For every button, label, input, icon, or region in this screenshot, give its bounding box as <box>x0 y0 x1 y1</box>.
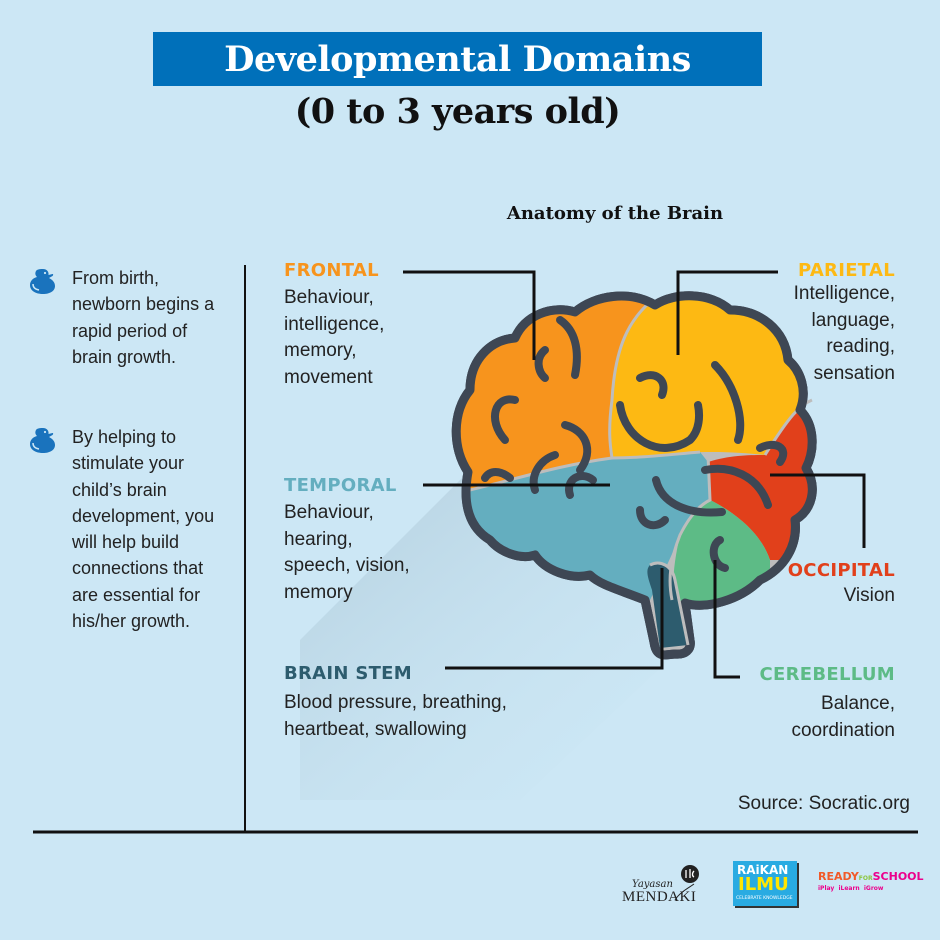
occipital-name: OCCIPITAL <box>787 560 895 581</box>
ready-word: READY <box>818 870 859 883</box>
duck-icon <box>30 428 55 453</box>
frontal-leader-line <box>403 270 536 360</box>
mendaki-logo: Yayasan MENDAKI <box>620 862 715 912</box>
brain-folds <box>481 316 788 572</box>
mendaki-emblem-icon <box>674 865 699 901</box>
occipital-label: OCCIPITAL Vision <box>788 560 895 610</box>
mendaki-line1: Yayasan <box>632 879 673 890</box>
parietal-desc: Intelligence, language, reading, sensati… <box>793 283 895 384</box>
parietal-label: PARIETAL Intelligence, language, reading… <box>794 260 895 387</box>
info-item: By helping to stimulate your child’s bra… <box>28 424 228 694</box>
page-title: Developmental Domains <box>153 32 762 86</box>
occipital-leader-line <box>770 473 866 548</box>
raikan-line2: ILMU <box>738 874 789 895</box>
for-word: FOR <box>858 875 873 882</box>
cerebellum-label: CEREBELLUM Balance, coordination <box>759 664 895 744</box>
page-subtitle: (0 to 3 years old) <box>294 90 621 132</box>
duck-icon <box>30 269 55 294</box>
raikan-line3: CELEBRATE KNOWLEDGE <box>736 896 793 901</box>
frontal-name: FRONTAL <box>284 260 379 281</box>
cerebellum-leader-line <box>713 560 740 679</box>
brain-stem <box>647 563 688 648</box>
raikan-line1: RAiKAN <box>737 863 789 877</box>
brain-shadow <box>300 472 690 800</box>
frontal-label: FRONTAL Behaviour, intelligence, memory,… <box>284 260 384 391</box>
ready-tagline: iPlay iLearn iGrow <box>818 885 884 892</box>
temporal-name: TEMPORAL <box>284 475 397 496</box>
raikan-ilmu-logo: RAiKAN ILMU CELEBRATE KNOWLEDGE <box>733 861 797 906</box>
source-credit: Source: Socratic.org <box>737 793 910 814</box>
brain-stem-name: BRAIN STEM <box>284 663 412 684</box>
parietal-lobe <box>609 300 813 459</box>
cerebellum-desc: Balance, coordination <box>791 693 895 741</box>
brain-stem-label: BRAIN STEM Blood pressure, breathing, he… <box>284 663 507 743</box>
frontal-desc: Behaviour, intelligence, memory, movemen… <box>284 287 385 388</box>
temporal-desc: Behaviour, hearing, speech, vision, memo… <box>284 502 410 603</box>
brain-stem-desc: Blood pressure, breathing, heartbeat, sw… <box>284 692 507 740</box>
school-word: SCHOOL <box>872 870 924 883</box>
occipital-desc: Vision <box>843 585 895 606</box>
info-text: From birth, newborn begins a rapid perio… <box>72 268 215 367</box>
diagram-title: Anatomy of the Brain <box>506 203 724 224</box>
temporal-label: TEMPORAL Behaviour, hearing, speech, vis… <box>284 475 410 606</box>
info-text: By helping to stimulate your child’s bra… <box>72 427 215 632</box>
ready-for-school-logo: READYFORSCHOOL iPlay iLearn iGrow <box>818 870 924 900</box>
info-item: From birth, newborn begins a rapid perio… <box>28 265 228 395</box>
brain-stem-leader-line <box>445 568 664 670</box>
parietal-leader-line <box>676 270 778 355</box>
cerebellum-name: CEREBELLUM <box>759 664 895 685</box>
parietal-name: PARIETAL <box>797 260 895 281</box>
mendaki-line2: MENDAKI <box>622 889 697 905</box>
